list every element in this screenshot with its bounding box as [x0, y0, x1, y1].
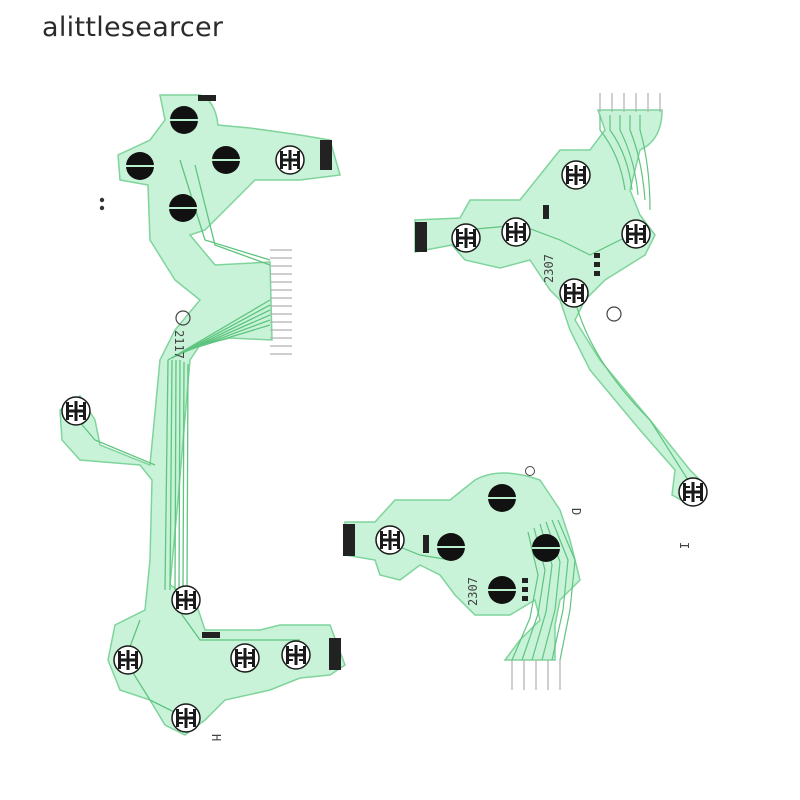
left-membrane-board [59, 94, 346, 736]
right-top-connector-pins [599, 93, 661, 112]
bottom-pads [343, 466, 560, 604]
right-top-part-code: 2307 [542, 254, 556, 283]
left-part-code: 2117 [172, 330, 186, 359]
bottom-connector-pins [511, 660, 561, 690]
bottom-part-code: 2307 [466, 577, 480, 606]
bottom-membrane-board [344, 472, 581, 661]
left-pads [61, 95, 341, 733]
bottom-board-letter: D [569, 508, 583, 515]
right-top-membrane-board [414, 109, 706, 506]
left-connector-pins [270, 249, 292, 355]
brand-watermark: alittlesearcer [42, 12, 224, 43]
left-board-letter: H [209, 734, 223, 741]
right-top-board-letter: I [677, 542, 691, 549]
right-top-pads [415, 160, 708, 507]
